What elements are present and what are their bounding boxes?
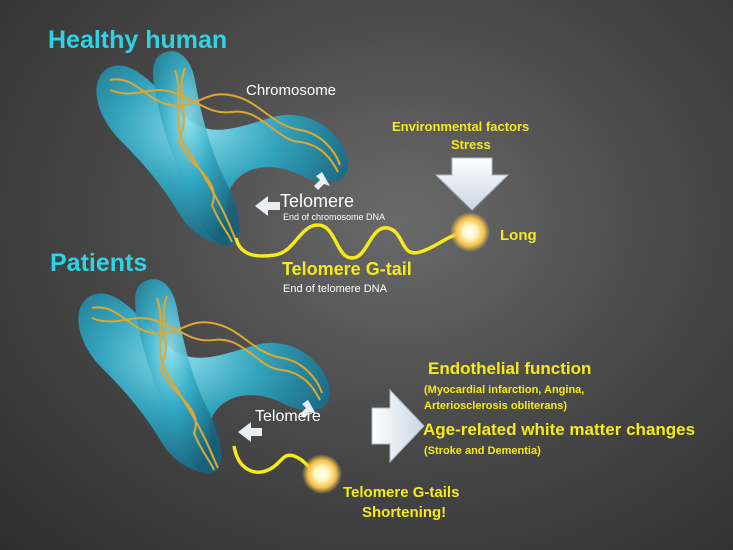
telomere-pointer-arrow: [255, 196, 280, 216]
spark-icon: [302, 454, 342, 494]
gtail-long-line: [234, 223, 469, 260]
environmental-factors-label: Environmental factors: [392, 119, 530, 134]
white-matter-detail: (Stroke and Dementia): [424, 445, 541, 457]
spark-icon: [450, 212, 490, 252]
down-arrow-icon: [434, 157, 510, 211]
white-matter-title: Age-related white matter changes: [423, 420, 696, 439]
chromosome-icon: [96, 51, 349, 246]
chromosome-label: Chromosome: [246, 82, 337, 99]
telomere-label-top: Telomere: [280, 191, 355, 211]
shortening-label: Shortening!: [362, 504, 447, 521]
right-arrow-icon: [371, 388, 425, 464]
gtail-sub-label: End of telomere DNA: [283, 283, 387, 295]
gtail-label: Telomere G-tail: [282, 259, 412, 279]
long-label: Long: [500, 227, 537, 244]
dna-helix-icon: [91, 295, 323, 471]
endothelial-detail-2: Arteriosclerosis obliterans): [424, 400, 568, 412]
endothelial-title: Endothelial function: [428, 359, 592, 378]
stress-label: Stress: [451, 137, 491, 152]
telomere-label-bottom: Telomere: [255, 408, 321, 425]
healthy-human-heading: Healthy human: [48, 26, 228, 54]
chromosome-end-arrow: [300, 400, 316, 418]
telomere-sub-label: End of chromosome DNA: [283, 212, 386, 222]
dna-helix-icon: [109, 67, 341, 243]
gtails-label: Telomere G-tails: [343, 484, 460, 501]
chromosome-end-arrow: [314, 172, 330, 190]
telomere-pointer-arrow: [238, 422, 262, 442]
chromosome-icon: [78, 279, 331, 474]
endothelial-detail-1: (Myocardial infarction, Angina,: [424, 384, 585, 396]
patients-heading: Patients: [50, 249, 148, 277]
